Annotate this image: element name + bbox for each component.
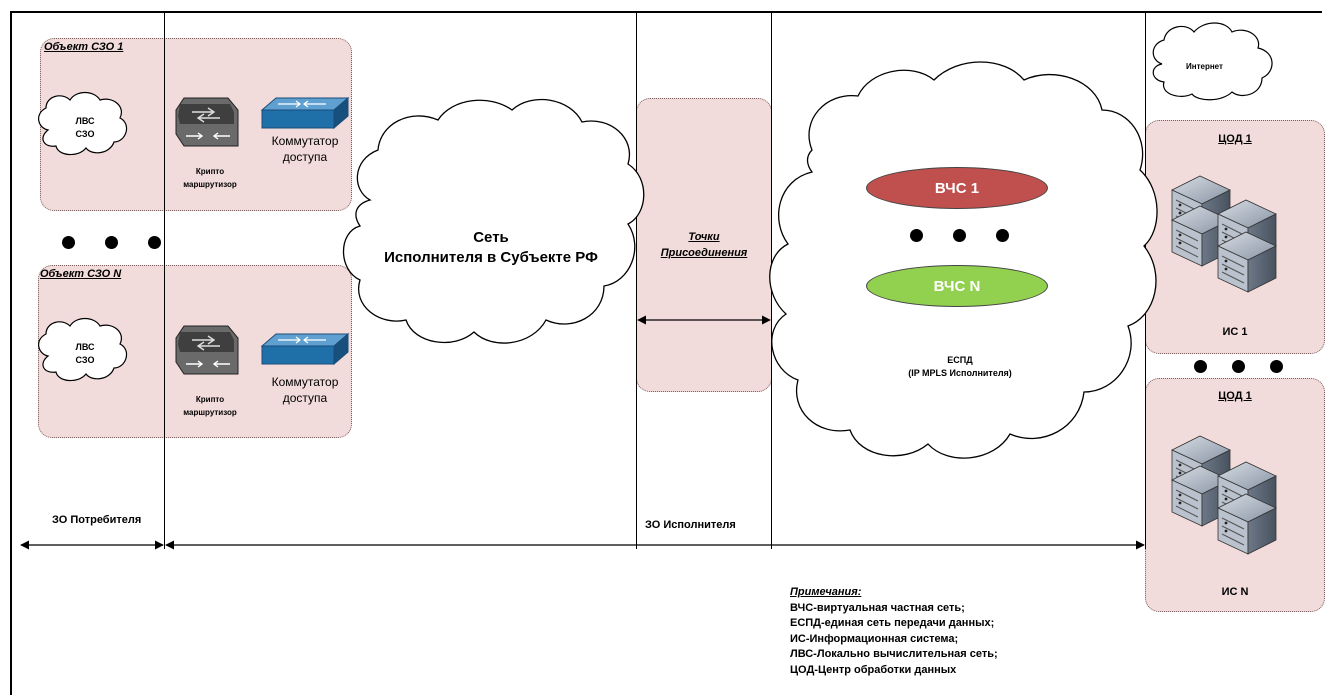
- server-rack-icon: [1171, 175, 1277, 293]
- consumer-zone-label: ЗО Потребителя: [52, 514, 142, 526]
- notes-block: Примечания: ВЧС-виртуальная частная сеть…: [790, 585, 998, 678]
- operator-zone-label: ЗО Исполнителя: [645, 519, 736, 531]
- crypto-router-icon: [175, 97, 239, 147]
- ellipsis-dots: [910, 229, 1039, 247]
- ellipsis-dots: [62, 236, 191, 254]
- cloud-icon: [38, 91, 128, 156]
- notes-item: ЦОД-Центр обработки данных: [790, 663, 957, 676]
- switch-label: Коммутатор доступа: [271, 375, 339, 405]
- server-rack-icon: [1171, 435, 1277, 555]
- crypto-router-icon: [175, 325, 239, 375]
- divider-line: [164, 11, 165, 549]
- data-center-title: ЦОД 1: [1218, 390, 1252, 402]
- operator-network-label: Сеть Исполнителя в Субъекте РФ: [384, 229, 598, 266]
- lan-label: ЛВС СЗО: [75, 116, 95, 139]
- object-title: Объект СЗО N: [40, 268, 122, 280]
- lan-label: ЛВС СЗО: [75, 342, 95, 365]
- espd-label: ЕСПД (IP MPLS Исполнителя): [908, 355, 1012, 378]
- ellipsis-dots: [1194, 360, 1313, 378]
- cloud-icon: [38, 317, 128, 382]
- internet-label: Интернет: [1186, 62, 1223, 71]
- notes-item: ИС-Информационная система;: [790, 632, 959, 645]
- notes-title: Примечания:: [790, 586, 862, 598]
- switch-label: Коммутатор доступа: [271, 134, 339, 164]
- data-center-title: ЦОД 1: [1218, 133, 1252, 145]
- vpn-n-label: ВЧС N: [933, 277, 981, 295]
- notes-item: ЕСПД-единая сеть передачи данных;: [790, 617, 995, 629]
- notes-item: ЛВС-Локально вычислительная сеть;: [790, 648, 998, 660]
- information-system-label: ИС 1: [1222, 326, 1248, 338]
- vpn-1-ellipse: ВЧС 1: [866, 167, 1048, 209]
- information-system-label: ИС N: [1221, 586, 1249, 598]
- router-label: Крипто маршрутизор: [183, 395, 237, 417]
- access-switch-icon: [260, 332, 350, 366]
- diagram-frame: [10, 11, 1322, 695]
- object-title: Объект СЗО 1: [44, 41, 124, 53]
- cloud-icon: [342, 98, 645, 344]
- router-label: Крипто маршрутизор: [183, 167, 237, 189]
- cloud-icon: [1152, 22, 1273, 101]
- divider-line: [636, 11, 637, 549]
- vpn-n-ellipse: ВЧС N: [866, 265, 1048, 307]
- vpn-1-label: ВЧС 1: [934, 179, 980, 197]
- connection-points-label: Точки Присоединения: [660, 231, 748, 259]
- cloud-icon: [769, 61, 1158, 459]
- access-switch-icon: [260, 96, 350, 130]
- notes-item: ВЧС-виртуальная частная сеть;: [790, 601, 965, 614]
